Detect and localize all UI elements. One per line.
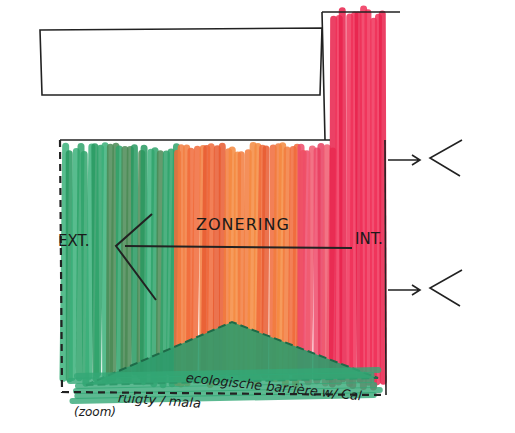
- box-top: [60, 139, 330, 141]
- marker-strokes: [63, 9, 383, 387]
- interior-stroke: [339, 11, 347, 379]
- interior-stroke: [377, 17, 378, 382]
- interior-stroke: [353, 15, 355, 386]
- view-arrow: [388, 155, 420, 165]
- zoning-arrow: [125, 246, 352, 248]
- handwritten-note: (zoom): [74, 405, 116, 419]
- building-outline: [40, 28, 322, 95]
- zone-stroke: [308, 149, 312, 382]
- box-dashed-edge: [60, 140, 385, 395]
- view-arrow: [388, 285, 420, 295]
- zone-label: INT.: [355, 230, 383, 248]
- ink-lines: [40, 12, 462, 395]
- zoning-arrowhead: [116, 214, 156, 300]
- zone-stroke: [72, 152, 76, 378]
- zone-label: ZONERING: [196, 215, 290, 234]
- view-chevron: [430, 140, 462, 176]
- zone-stroke: [154, 151, 155, 384]
- wall-line: [322, 12, 400, 140]
- zone-label: EXT.: [58, 232, 90, 250]
- zone-stroke: [113, 146, 116, 378]
- box-right: [385, 140, 386, 395]
- zone-stroke: [79, 147, 81, 378]
- interior-stroke: [332, 19, 333, 384]
- interior-stroke: [358, 15, 360, 380]
- view-chevron: [430, 270, 462, 306]
- zone-stroke: [63, 146, 66, 378]
- interior-stroke: [382, 14, 383, 381]
- zone-stroke: [89, 147, 92, 377]
- zone-stroke: [98, 148, 101, 373]
